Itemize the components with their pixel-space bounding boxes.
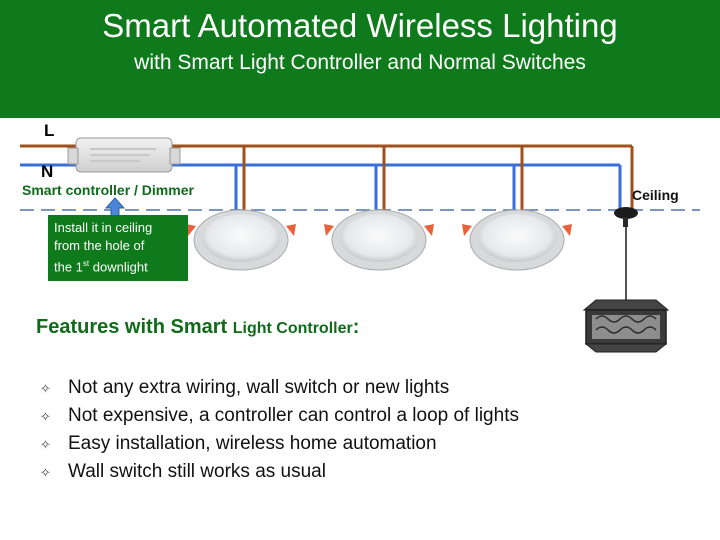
install-note-line-2: from the hole of	[54, 238, 145, 253]
diamond-star-icon: ✧	[40, 437, 51, 452]
install-note-line-1: Install it in ceiling	[54, 220, 153, 235]
feature-item: ✧ Not any extra wiring, wall switch or ne…	[40, 374, 519, 402]
features-heading-small: Light Controller	[232, 320, 353, 337]
ceiling-label: Ceiling	[632, 187, 679, 203]
diamond-star-icon: ✧	[40, 465, 51, 480]
neutral-wire-label: N	[41, 162, 54, 181]
wiring-diagram	[20, 137, 700, 353]
smart-controller-icon	[67, 137, 181, 173]
install-note-callout: Install it in ceiling from the hole of t…	[48, 215, 188, 281]
install-note-line-3-post: downlight	[89, 259, 148, 275]
install-note-line-3-pre: the 1	[54, 259, 83, 275]
live-wire-label: L	[44, 121, 55, 140]
header-banner: Smart Automated Wireless Lighting with S…	[0, 0, 720, 118]
feature-text: Wall switch still works as usual	[68, 461, 326, 482]
install-note-line-3: the 1st downlight	[54, 255, 182, 276]
feature-item: ✧ Wall switch still works as usual	[40, 458, 519, 486]
slide-subtitle: with Smart Light Controller and Normal S…	[134, 51, 586, 74]
feature-text: Easy installation, wireless home automat…	[68, 433, 437, 454]
diamond-star-icon: ✧	[40, 381, 51, 396]
features-heading-main: Features with Smart	[36, 316, 233, 338]
pendant-lamp-icon	[582, 207, 670, 353]
slide-title: Smart Automated Wireless Lighting	[102, 7, 618, 44]
downlight-icon-1	[186, 209, 296, 271]
diamond-star-icon: ✧	[40, 409, 51, 424]
downlight-icon-2	[324, 209, 434, 271]
features-heading-colon: :	[352, 316, 360, 338]
features-heading: Features with Smart Light Controller:	[36, 316, 359, 339]
feature-text: Not any extra wiring, wall switch or new…	[68, 377, 450, 398]
features-list: ✧ Not any extra wiring, wall switch or ne…	[40, 374, 519, 486]
feature-text: Not expensive, a controller can control …	[68, 405, 519, 426]
feature-item: ✧ Not expensive, a controller can control…	[40, 402, 519, 430]
feature-item: ✧ Easy installation, wireless home automa…	[40, 430, 519, 458]
downlight-icon-3	[462, 209, 572, 271]
controller-label: Smart controller / Dimmer	[22, 182, 194, 198]
install-note-ordinal: st	[82, 259, 90, 268]
